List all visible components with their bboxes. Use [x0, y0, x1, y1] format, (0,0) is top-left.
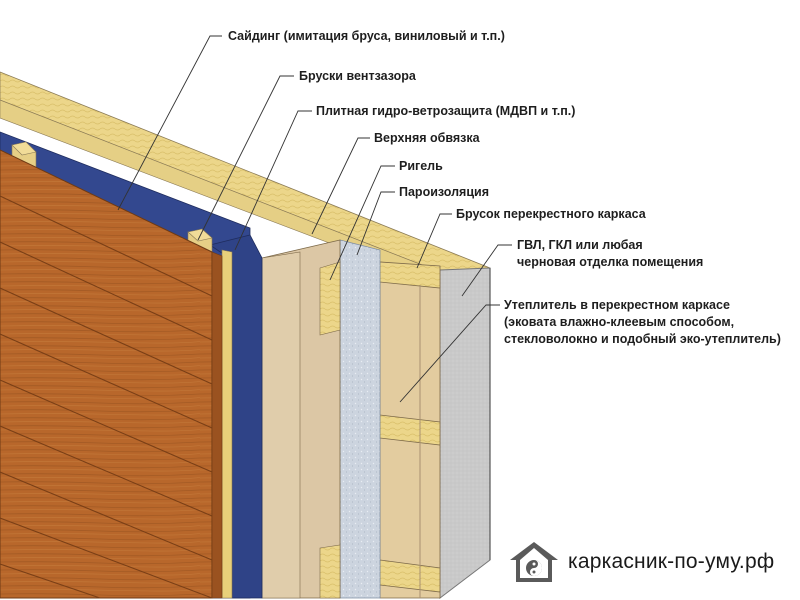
- label-cross-insulation-line-3: стекловолокно и подобный эко-утеплитель): [504, 332, 781, 346]
- gypsum-board: [439, 267, 491, 600]
- site-url[interactable]: каркасник-по-уму.рф: [568, 550, 775, 573]
- label-cross-insulation-line-2: (эковата влажно-клеевым способом,: [504, 315, 735, 329]
- house-yin-yang-icon: [510, 542, 558, 582]
- site-brand[interactable]: каркасник-по-уму.рф: [508, 540, 774, 584]
- label-interior-finish-line-1: ГВЛ, ГКЛ или любая: [517, 238, 643, 252]
- vapor-barrier-layer: [339, 239, 381, 599]
- label-siding: Сайдинг (имитация бруса, виниловый и т.п…: [228, 29, 505, 43]
- label-cross-frame-batten: Брусок перекрестного каркаса: [456, 207, 646, 221]
- label-crossbar: Ригель: [399, 159, 443, 173]
- leader-lines: [117, 35, 512, 403]
- stud-layer: [261, 239, 341, 599]
- label-vent-battens: Бруски вентзазора: [299, 69, 416, 83]
- label-vapor-barrier: Пароизоляция: [399, 185, 490, 199]
- label-interior-finish-line-2: черновая отделка помещения: [517, 255, 704, 269]
- label-wind-barrier: Плитная гидро-ветрозащита (МДВП и т.п.): [316, 104, 576, 118]
- label-top-plate: Верхняя обвязка: [374, 131, 480, 145]
- label-cross-insulation-line-1: Утеплитель в перекрестном каркасе: [504, 298, 730, 312]
- siding-layer: [0, 149, 223, 599]
- cross-frame-layer: [379, 261, 441, 599]
